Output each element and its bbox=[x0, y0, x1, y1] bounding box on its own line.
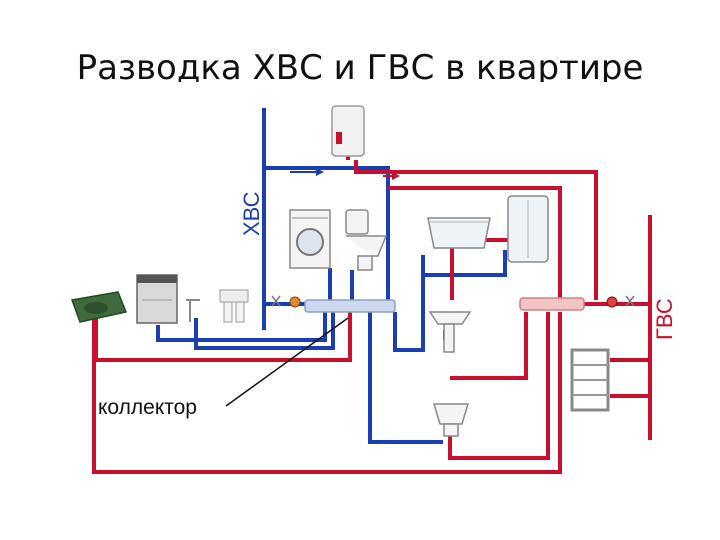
manifold-pointer-line bbox=[225, 317, 349, 407]
cold-water-label: ХВС bbox=[239, 191, 264, 236]
cold-pipes bbox=[156, 108, 507, 444]
hot-water-label: ГВС bbox=[652, 298, 677, 340]
toilet-icon bbox=[345, 209, 388, 271]
valves bbox=[271, 295, 635, 308]
cold-manifold bbox=[304, 299, 396, 313]
cold-to-heater-pipe bbox=[264, 166, 390, 300]
cold-bathtub-pipe bbox=[393, 273, 455, 352]
manifold-label: коллектор bbox=[98, 396, 197, 419]
washbasin-icon bbox=[428, 311, 472, 353]
towel-rail-icon bbox=[570, 348, 610, 412]
cold-shower-pipe bbox=[455, 250, 507, 277]
hot-main-valve-icon bbox=[606, 296, 618, 308]
washing-machine-icon bbox=[289, 209, 331, 269]
filter-icon bbox=[186, 289, 249, 323]
heater-to-hot-manifold-pipe bbox=[354, 160, 598, 300]
cold-sink-pipe bbox=[194, 312, 335, 350]
flow-arrows bbox=[290, 168, 400, 180]
kitchen-sink-icon bbox=[70, 291, 128, 323]
cold-bidet-pipe bbox=[368, 312, 443, 444]
shower-cabin-icon bbox=[507, 195, 549, 263]
dishwasher-icon bbox=[136, 274, 178, 324]
hot-kitchen-pipe bbox=[92, 312, 562, 474]
cold-valve-icon bbox=[271, 295, 281, 307]
water-heater-icon bbox=[331, 105, 365, 157]
cold-dishwasher-pipe bbox=[156, 312, 327, 342]
hot-bidet-pipe bbox=[448, 312, 550, 460]
hot-valve-icon bbox=[625, 295, 635, 307]
page-title: Разводка ХВС и ГВС в квартире bbox=[76, 48, 644, 82]
cold-main-valve-icon bbox=[289, 296, 301, 308]
hot-washbasin-pipe bbox=[450, 312, 528, 380]
hot-sink-pipe bbox=[94, 312, 352, 362]
hot-manifold bbox=[519, 297, 585, 311]
hot-bathtub-pipe bbox=[388, 186, 562, 300]
bathtub-icon bbox=[427, 217, 491, 249]
bidet-icon bbox=[432, 403, 470, 437]
